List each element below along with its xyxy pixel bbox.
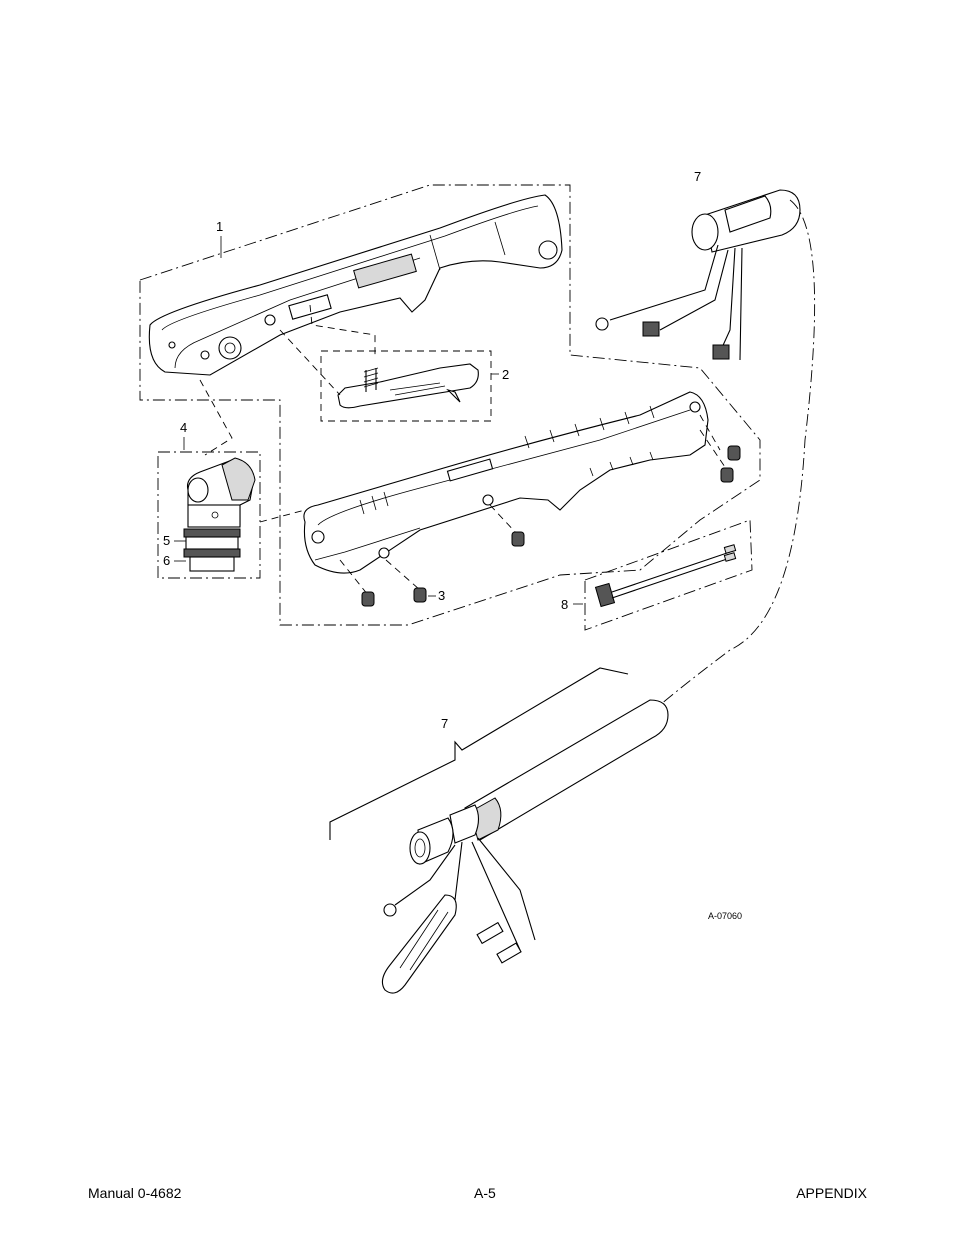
- callout-5: 5: [163, 533, 170, 548]
- trigger-link-2: [280, 330, 340, 395]
- footer-section: APPENDIX: [796, 1185, 867, 1201]
- callout-7-lower: 7: [441, 716, 448, 731]
- head-link-2: [260, 510, 305, 522]
- footer-page-number: A-5: [474, 1185, 496, 1201]
- handle-half-part-1: [149, 195, 562, 375]
- callout-4: 4: [180, 420, 187, 435]
- switch-lead-part-8: [596, 545, 736, 607]
- callout-7-upper: 7: [694, 169, 701, 184]
- drawing-number: A-07060: [708, 911, 742, 921]
- callout-2: 2: [502, 367, 509, 382]
- leads-assembly-part-7: [382, 700, 668, 993]
- callout-8: 8: [561, 597, 568, 612]
- footer-manual-number: Manual 0-4682: [88, 1185, 181, 1201]
- callout-3: 3: [438, 588, 445, 603]
- torch-head-part-4: [184, 458, 255, 571]
- torch-lead-end-part-7: [596, 190, 800, 360]
- switch-boundary: [585, 520, 752, 630]
- trigger-part-2: [338, 364, 478, 408]
- head-link: [200, 380, 232, 455]
- callout-1: 1: [216, 219, 223, 234]
- handle-shell: [304, 392, 720, 573]
- callout-6: 6: [163, 553, 170, 568]
